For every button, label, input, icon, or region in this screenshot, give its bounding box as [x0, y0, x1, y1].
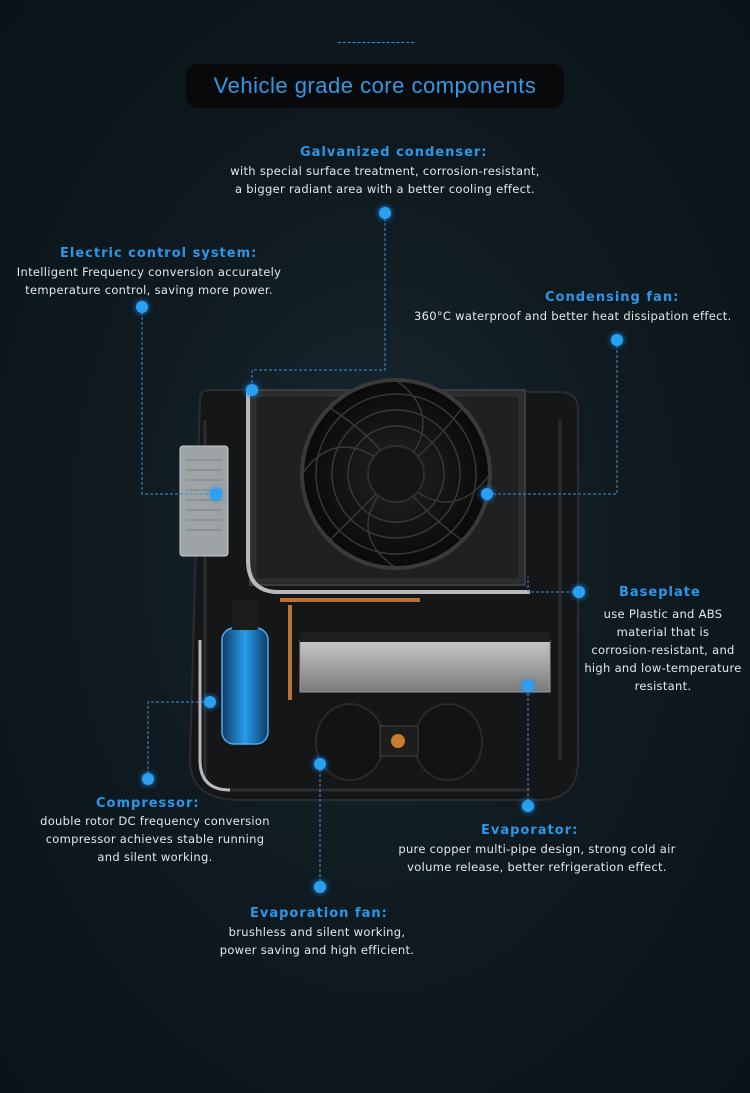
evaporation-fan-target-dot [314, 758, 326, 770]
compressor-desc: double rotor DC frequency conversion com… [40, 814, 270, 864]
baseplate-label: Baseplate [619, 585, 701, 600]
evaporation-fan-marker-dot [314, 881, 326, 893]
compressor-target-dot [204, 696, 216, 708]
electric-control-box [179, 445, 229, 557]
condensing-fan-grille [301, 379, 491, 569]
fan-motor-hub [367, 445, 425, 503]
evaporator-desc: pure copper multi-pipe design, strong co… [398, 842, 676, 874]
compressor-marker-dot [142, 773, 154, 785]
condenser-marker-dot [379, 207, 391, 219]
condensing-fan-marker-dot [611, 334, 623, 346]
evaporation-fan-desc: brushless and silent working, power savi… [219, 925, 415, 957]
condenser-target-dot [246, 384, 258, 396]
condensing-fan-desc: 360°C waterproof and better heat dissipa… [414, 309, 732, 323]
refrigerant-pipe [246, 392, 530, 594]
electric-control-desc: Intelligent Frequency conversion accurat… [16, 265, 282, 297]
baseplate-desc: use Plastic and ABS material that is cor… [584, 607, 742, 693]
control-marker-dot [136, 301, 148, 313]
galvanized-condenser-desc: with special surface treatment, corrosio… [230, 164, 540, 196]
condensing-fan-label: Condensing fan: [545, 290, 680, 305]
copper-pipe [280, 598, 420, 700]
top-divider [338, 42, 414, 43]
baseplate-target-dot [573, 586, 585, 598]
evaporator-marker-dot [522, 800, 534, 812]
evaporator-coil [299, 639, 551, 693]
electric-control-label: Electric control system: [60, 246, 258, 261]
condensing-fan-target-dot [481, 488, 493, 500]
evaporator-label: Evaporator: [481, 823, 579, 838]
compressor-label: Compressor: [96, 796, 200, 811]
evaporation-fan-label: Evaporation fan: [250, 906, 388, 921]
evaporator-target-dot [522, 680, 534, 692]
control-target-dot [210, 488, 222, 500]
page-title: Vehicle grade core components [186, 64, 564, 108]
galvanized-condenser-label: Galvanized condenser: [300, 145, 488, 160]
